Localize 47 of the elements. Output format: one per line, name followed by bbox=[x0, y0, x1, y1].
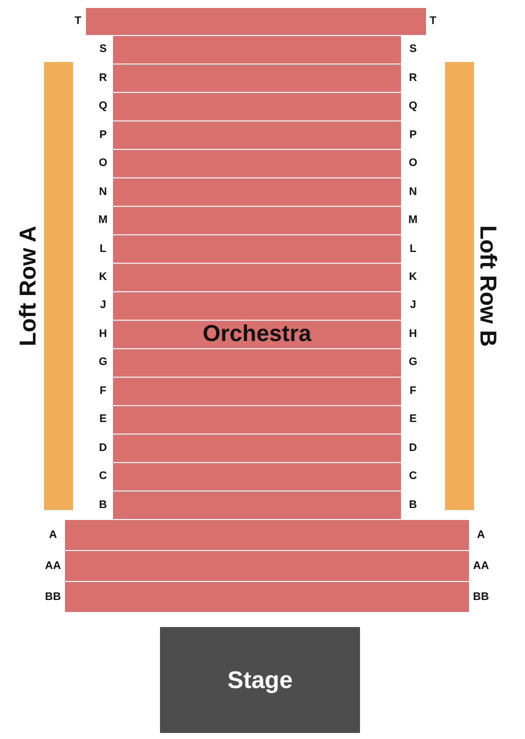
row-letter: S bbox=[99, 43, 107, 56]
row-letter: N bbox=[409, 186, 417, 199]
row-letter: D bbox=[99, 442, 107, 455]
row-letter: R bbox=[99, 72, 107, 85]
row-letter: P bbox=[99, 128, 107, 142]
row-letter: S bbox=[409, 43, 417, 56]
row-letter: O bbox=[408, 157, 418, 170]
row-letter: Q bbox=[98, 100, 108, 114]
row-letter: A bbox=[477, 528, 485, 542]
row-letter: C bbox=[409, 470, 417, 484]
row-letter: F bbox=[100, 384, 106, 398]
section-label: Loft Row A bbox=[14, 226, 42, 346]
row-letter: B bbox=[409, 498, 417, 512]
row-letter: L bbox=[100, 242, 106, 256]
row-letter: F bbox=[410, 384, 416, 398]
row-letter: G bbox=[98, 356, 108, 370]
row-letter: H bbox=[99, 328, 107, 341]
row-letter: R bbox=[409, 72, 417, 85]
row-letter: BB bbox=[45, 590, 61, 604]
row-letter: K bbox=[99, 271, 107, 284]
row-letter: N bbox=[99, 186, 107, 199]
section-label: Loft Row B bbox=[474, 225, 502, 347]
row-letter: B bbox=[99, 498, 107, 512]
stage-platform bbox=[160, 627, 360, 733]
row-letter: BB bbox=[473, 590, 489, 604]
row-letter: C bbox=[99, 470, 107, 484]
row-letter: AA bbox=[473, 560, 489, 572]
row-letter: T bbox=[430, 15, 436, 28]
section-label: Stage bbox=[227, 667, 293, 695]
row-letter: M bbox=[98, 214, 108, 228]
row-letter: T bbox=[74, 15, 82, 28]
row-letter: Q bbox=[408, 100, 418, 114]
row-letter: E bbox=[99, 413, 107, 426]
row-letter: D bbox=[409, 442, 417, 455]
row-letter: J bbox=[410, 299, 416, 312]
row-letter: E bbox=[409, 413, 417, 426]
row-letter: K bbox=[409, 271, 417, 284]
row-letter: P bbox=[409, 128, 417, 142]
row-letter: J bbox=[100, 299, 106, 312]
row-letter: L bbox=[410, 242, 416, 256]
row-letter: M bbox=[408, 214, 418, 228]
row-letter: G bbox=[408, 356, 418, 370]
row-letter: H bbox=[409, 328, 417, 341]
section-label: Orchestra bbox=[202, 320, 312, 347]
row-letter: A bbox=[49, 528, 57, 542]
row-letter: AA bbox=[45, 560, 61, 572]
row-letter: O bbox=[98, 157, 108, 170]
